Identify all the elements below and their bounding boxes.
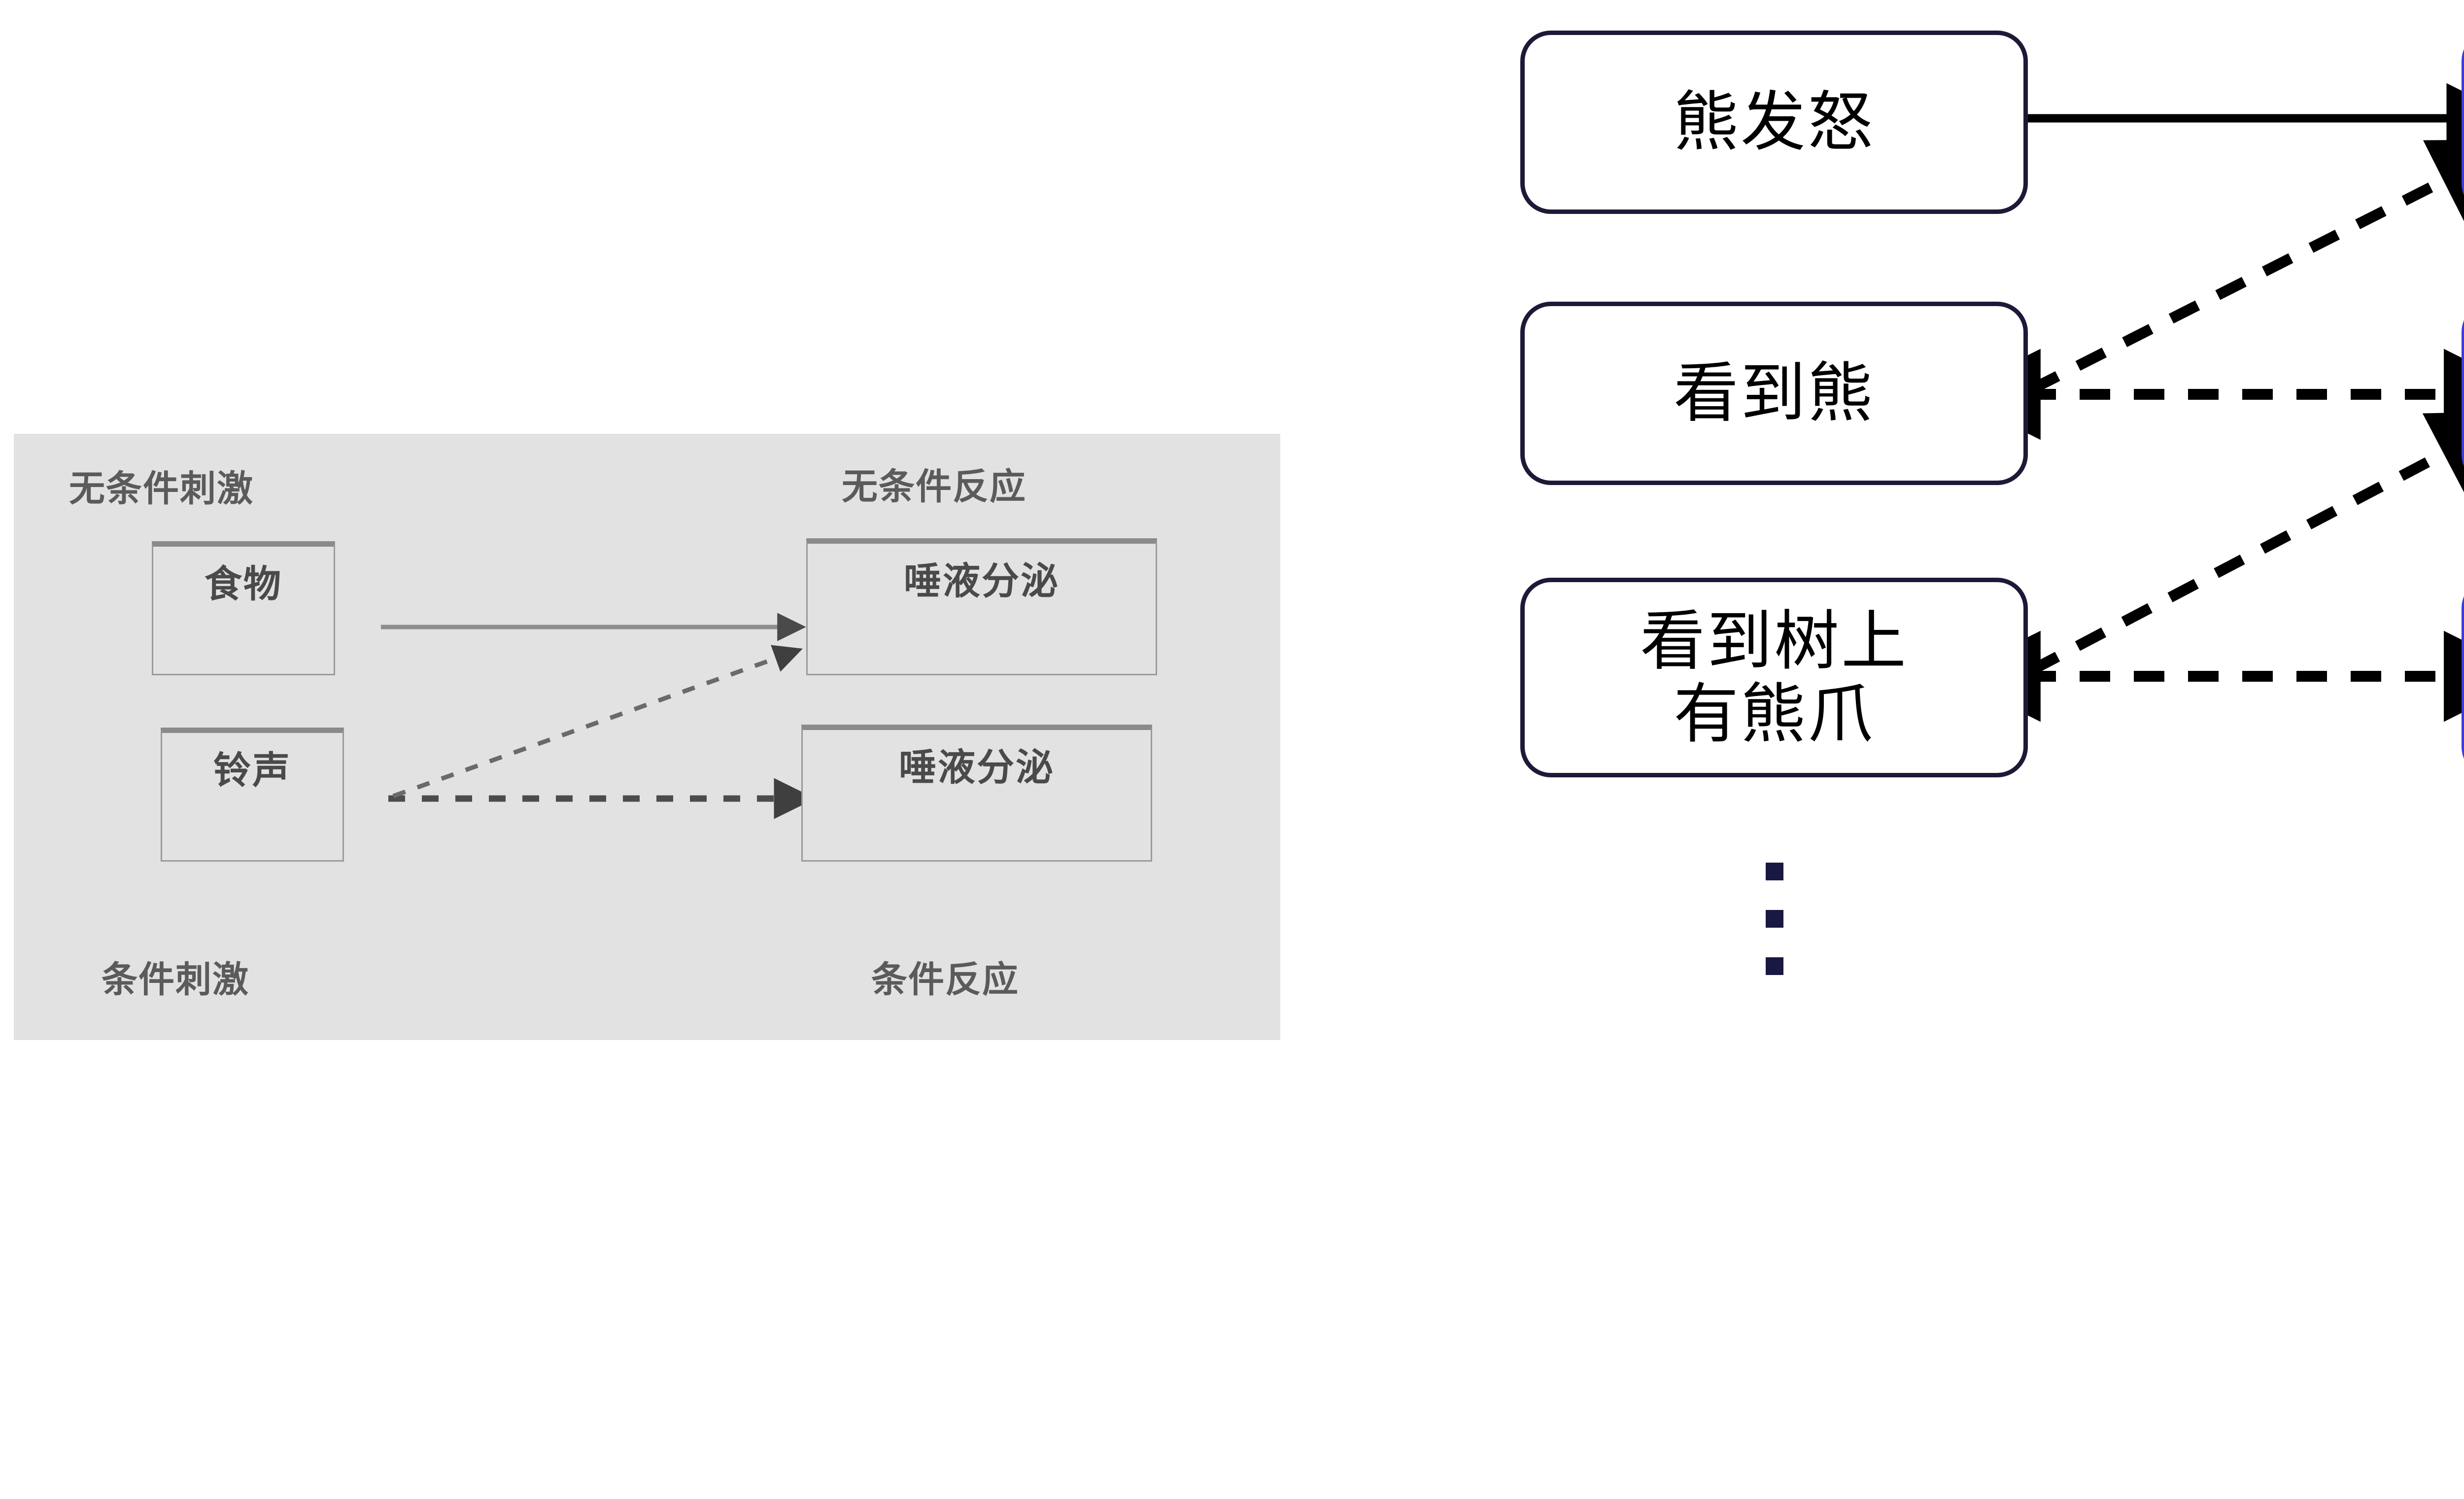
pavlov-box-salivation-unconditioned-label: 唾液分泌 — [904, 560, 1060, 602]
ellipsis-dot — [1766, 863, 1783, 880]
pavlov-box-salivation-unconditioned: 唾液分泌 — [806, 538, 1157, 675]
vertical-ellipsis-icon-states — [1766, 863, 1783, 975]
classical-conditioning-panel: 无条件刺激 无条件反应 条件刺激 条件反应 食物 铃声 唾液分泌 唾液分泌 — [14, 434, 1280, 1040]
pavlov-box-bell: 铃声 — [161, 728, 344, 862]
rl-box-see-claw: 看到树上 有熊爪 — [1520, 578, 2028, 777]
pavlov-box-bell-label: 铃声 — [213, 750, 291, 792]
pavlov-box-salivation-conditioned: 唾液分泌 — [801, 725, 1152, 862]
rl-box-bear-angry: 熊发怒 — [1520, 31, 2028, 214]
rl-box-value-current-state: V(s) — [2462, 578, 2464, 777]
rl-box-see-bear: 看到熊 — [1520, 302, 2028, 485]
pavlov-box-food: 食物 — [152, 541, 335, 675]
rl-box-see-claw-label: 看到树上 有熊爪 — [1640, 604, 1908, 750]
pavlov-label-unconditioned-response: 无条件反应 — [842, 467, 1027, 507]
ellipsis-dot — [1766, 910, 1783, 928]
pavlov-label-unconditioned-stimulus: 无条件刺激 — [69, 469, 254, 509]
pavlov-box-salivation-conditioned-label: 唾液分泌 — [899, 747, 1055, 789]
pavlov-label-conditioned-response: 条件反应 — [871, 960, 1019, 1000]
td-learning-panel: 熊发怒 看到熊 看到树上 有熊爪 奖励 V(s′) V(s) — [1429, 0, 2464, 1499]
rl-arrows — [1950, 83, 2464, 722]
pavlov-box-food-label: 食物 — [205, 563, 282, 605]
rl-box-value-next-state: V(s′) — [2462, 302, 2464, 485]
rl-box-see-bear-label: 看到熊 — [1674, 357, 1875, 430]
pavlov-arrows — [381, 613, 816, 819]
ellipsis-dot — [1766, 957, 1783, 975]
rl-box-reward: 奖励 — [2462, 31, 2464, 214]
rl-box-bear-angry-label: 熊发怒 — [1674, 86, 1875, 159]
pavlov-label-conditioned-stimulus: 条件刺激 — [102, 960, 249, 1000]
